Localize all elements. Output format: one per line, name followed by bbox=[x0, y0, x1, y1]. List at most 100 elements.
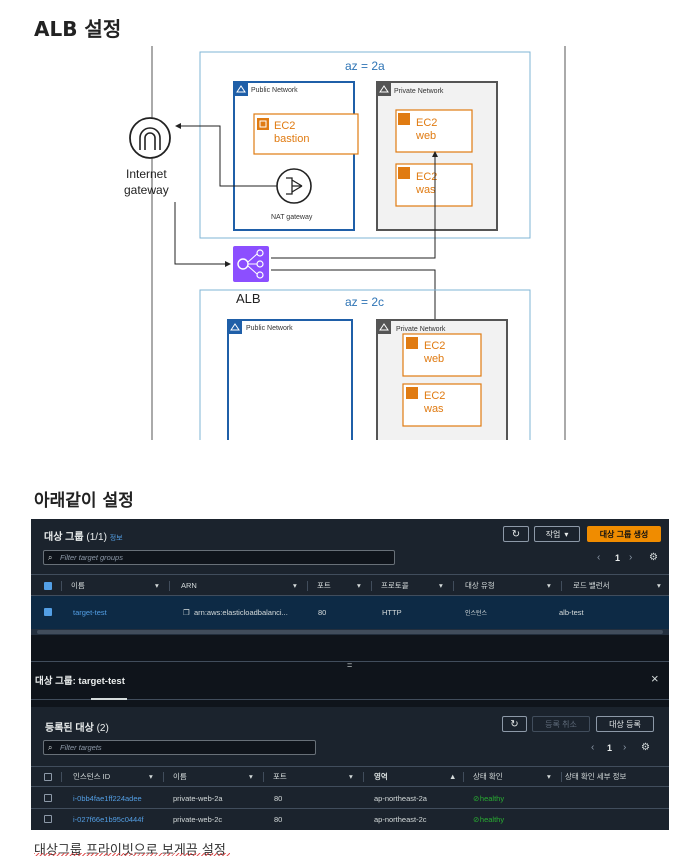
instance-id-link[interactable]: i-0bb4fae1ff224adee bbox=[73, 793, 142, 803]
table-row[interactable]: target-test ❐ arn:aws:elasticloadbalanci… bbox=[31, 596, 669, 629]
az-2a-box bbox=[199, 51, 531, 239]
sort-icon[interactable]: ▾ bbox=[657, 580, 661, 590]
architecture-diagram: az = 2a Public Network EC2 bastion NAT g… bbox=[124, 46, 566, 440]
page-number[interactable]: 1 bbox=[607, 743, 613, 753]
next-page-icon[interactable]: › bbox=[623, 742, 627, 753]
col-protocol[interactable]: 프로토콜 bbox=[381, 580, 409, 590]
igw-to-alb-arrow bbox=[174, 202, 231, 267]
refresh-button[interactable]: ↻ bbox=[503, 526, 529, 542]
caret-down-icon: ▾ bbox=[564, 529, 569, 539]
ec2-icon bbox=[406, 337, 418, 349]
settings-gear-icon[interactable]: ⚙ bbox=[649, 552, 658, 563]
nat-gateway-label: NAT gateway bbox=[271, 214, 313, 221]
deregister-button[interactable]: 등록 취소 bbox=[532, 716, 590, 732]
col-port[interactable]: 포트 bbox=[273, 772, 287, 781]
section-heading-settings: 아래같이 설정 bbox=[34, 491, 134, 511]
filter-target-groups-input[interactable]: ⌕ Filter target groups bbox=[43, 550, 395, 565]
sort-icon[interactable]: ▾ bbox=[357, 580, 361, 590]
row-checkbox[interactable] bbox=[44, 608, 52, 616]
col-target-type[interactable]: 대상 유형 bbox=[465, 580, 495, 590]
refresh-icon: ↻ bbox=[511, 528, 521, 540]
row-checkbox[interactable] bbox=[44, 794, 52, 802]
alb-to-web-2a-arrow bbox=[271, 151, 438, 259]
sort-asc-icon[interactable]: ▲ bbox=[449, 772, 457, 781]
close-icon[interactable]: × bbox=[651, 671, 659, 686]
ec2-was-2c-title: EC2 bbox=[424, 390, 445, 402]
ec2-bastion-name: bastion bbox=[274, 133, 309, 145]
internet-gateway-icon bbox=[129, 117, 171, 159]
internet-gateway-label-1: Internet bbox=[126, 167, 167, 181]
create-target-group-button[interactable]: 대상 그룹 생성 bbox=[587, 526, 661, 542]
protocol-value: HTTP bbox=[382, 608, 402, 617]
target-group-name-link[interactable]: target-test bbox=[73, 608, 107, 617]
az-2a-label: az = 2a bbox=[345, 59, 385, 73]
port-value: 80 bbox=[318, 608, 327, 617]
scrollbar-thumb[interactable] bbox=[37, 630, 663, 634]
public-network-label: Public Network bbox=[251, 87, 298, 94]
col-health-details[interactable]: 상태 확인 세부 정보 bbox=[565, 772, 627, 781]
actions-button[interactable]: 작업▾ bbox=[534, 526, 580, 542]
load-balancer-value: alb-test bbox=[559, 608, 584, 617]
col-instance-id[interactable]: 인스턴스 ID bbox=[73, 772, 111, 781]
col-load-balancer[interactable]: 로드 밸런서 bbox=[573, 580, 610, 590]
target-groups-title: 대상 그룹 (1/1) 정보 bbox=[44, 532, 123, 543]
ec2-web-2c-title: EC2 bbox=[424, 340, 445, 352]
table-row[interactable]: i-0bb4fae1ff224adee private-web-2a 80 ap… bbox=[31, 788, 669, 809]
public-network-icon bbox=[234, 82, 248, 96]
ec2-icon bbox=[398, 113, 410, 125]
page-number[interactable]: 1 bbox=[615, 553, 621, 563]
search-icon: ⌕ bbox=[48, 743, 53, 752]
ec2-icon bbox=[398, 167, 410, 179]
refresh-targets-button[interactable]: ↻ bbox=[502, 716, 527, 732]
split-pane-handle[interactable]: = bbox=[347, 660, 353, 670]
col-port[interactable]: 포트 bbox=[317, 580, 331, 590]
col-name[interactable]: 이름 bbox=[173, 772, 187, 781]
info-link[interactable]: 정보 bbox=[109, 535, 123, 542]
ec2-web-2a-title: EC2 bbox=[416, 117, 437, 129]
sort-icon[interactable]: ▾ bbox=[149, 772, 153, 781]
copy-icon[interactable]: ❐ bbox=[183, 608, 190, 617]
private-network-label: Private Network bbox=[394, 88, 444, 95]
instance-zone: ap-northeast-2a bbox=[374, 793, 427, 803]
instance-id-link[interactable]: i-027f66e1b95c0444f bbox=[73, 815, 144, 824]
sort-icon[interactable]: ▾ bbox=[547, 580, 551, 590]
sort-icon[interactable]: ▾ bbox=[439, 580, 443, 590]
registered-targets-header-row: 인스턴스 ID ▾ 이름 ▾ 포트 ▾ 영역 ▲ 상태 확인 ▾ 상태 확인 세… bbox=[31, 766, 669, 787]
sort-icon[interactable]: ▾ bbox=[349, 772, 353, 781]
col-zone[interactable]: 영역 bbox=[374, 772, 388, 781]
instance-port: 80 bbox=[274, 793, 283, 803]
sort-icon[interactable]: ▾ bbox=[249, 772, 253, 781]
aws-console: 대상 그룹 (1/1) 정보 ↻ 작업▾ 대상 그룹 생성 ⌕ Filter t… bbox=[31, 519, 669, 830]
instance-name: private-web-2c bbox=[173, 815, 223, 824]
alb-label: ALB bbox=[236, 291, 261, 306]
table-row[interactable]: i-027f66e1b95c0444f private-web-2c 80 ap… bbox=[31, 809, 669, 830]
select-all-checkbox[interactable] bbox=[44, 773, 52, 781]
filter-targets-input[interactable]: ⌕ Filter targets bbox=[43, 740, 316, 755]
col-name[interactable]: 이름 bbox=[71, 580, 85, 590]
prev-page-icon[interactable]: ‹ bbox=[591, 742, 595, 753]
private-network-icon bbox=[377, 320, 391, 334]
select-all-checkbox[interactable] bbox=[44, 582, 52, 590]
settings-gear-icon[interactable]: ⚙ bbox=[641, 742, 650, 753]
detail-pane-title: 대상 그룹: target-test bbox=[35, 676, 125, 687]
health-status: ⊘ healthy bbox=[473, 793, 505, 803]
public-network-2c bbox=[227, 319, 353, 440]
section-heading-alb: ALB 설정 bbox=[34, 17, 122, 41]
private-network-icon bbox=[377, 82, 391, 96]
ec2-bastion-box bbox=[253, 113, 359, 155]
register-targets-button[interactable]: 대상 등록 bbox=[596, 716, 654, 732]
col-arn[interactable]: ARN bbox=[181, 580, 197, 590]
instance-port: 80 bbox=[274, 815, 283, 824]
next-page-icon[interactable]: › bbox=[629, 552, 633, 563]
prev-page-icon[interactable]: ‹ bbox=[597, 552, 601, 563]
horizontal-scrollbar[interactable] bbox=[31, 629, 669, 635]
active-tab-indicator bbox=[91, 698, 127, 700]
col-health-status[interactable]: 상태 확인 bbox=[473, 772, 503, 781]
sort-icon[interactable]: ▾ bbox=[293, 580, 297, 590]
registered-targets-title: 등록된 대상 (2) bbox=[45, 723, 109, 734]
alb-to-web-2c-arrow bbox=[271, 269, 438, 333]
row-checkbox[interactable] bbox=[44, 815, 52, 823]
sort-icon[interactable]: ▾ bbox=[547, 772, 551, 781]
registered-targets-panel: 등록된 대상 (2) ↻ 등록 취소 대상 등록 ⌕ Filter target… bbox=[31, 707, 669, 830]
sort-icon[interactable]: ▾ bbox=[155, 580, 159, 590]
